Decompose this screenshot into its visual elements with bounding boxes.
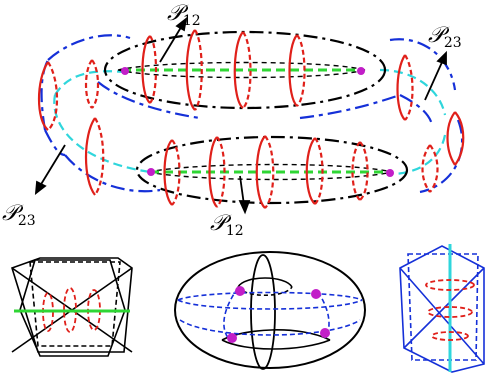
label-arrows xyxy=(34,16,447,215)
torus-diagram: 𝒫12 𝒫23 𝒫23 𝒫12 xyxy=(2,1,465,239)
magenta-points-ellipsoid xyxy=(227,286,330,343)
upper-ellipse-inner xyxy=(117,61,366,79)
ellipsoid-diagram xyxy=(174,251,366,370)
lower-ellipse xyxy=(135,135,409,205)
cyan-core-path xyxy=(53,68,447,176)
red-sections-lower xyxy=(84,117,369,209)
label-p23-right: 𝒫23 xyxy=(428,23,462,51)
label-p23-left: 𝒫23 xyxy=(2,201,36,229)
red-sections-right xyxy=(396,54,465,193)
upper-ellipse xyxy=(103,30,387,110)
blue-outer-boundary xyxy=(40,34,464,194)
rotated-cone-red-sections xyxy=(425,279,475,341)
blue-inner-boundary xyxy=(97,81,434,126)
magenta-points-torus xyxy=(121,67,394,177)
red-sections-upper xyxy=(38,29,306,131)
label-p12-bottom: 𝒫12 xyxy=(210,211,244,239)
double-cone-diagram xyxy=(11,257,133,357)
ellipsoid-blue-dashes xyxy=(177,287,363,341)
rotated-cone-diagram xyxy=(399,244,485,373)
label-p12-top: 𝒫12 xyxy=(167,1,201,29)
